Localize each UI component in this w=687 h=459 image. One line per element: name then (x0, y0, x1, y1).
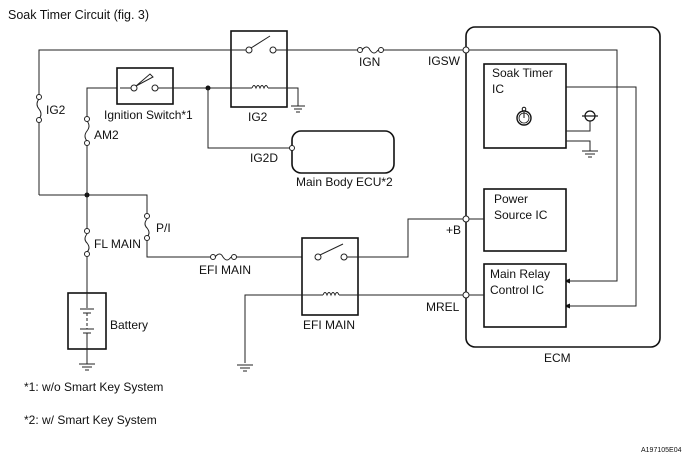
main-body-ecu-label: Main Body ECU*2 (296, 175, 393, 189)
fuse-p-i: P/I (144, 213, 212, 258)
fuse-ig2-label: IG2 (46, 103, 66, 117)
wire-ig2-top (38, 49, 229, 76)
battery-label: Battery (110, 318, 148, 332)
ignition-switch-label: Ignition Switch*1 (104, 108, 193, 122)
relay-efi-main-label: EFI MAIN (303, 318, 355, 332)
relay-ig2-label: IG2 (248, 110, 268, 124)
terminal-igsw (462, 46, 470, 54)
wire-ig-switch-out (173, 85, 292, 149)
battery-icon (80, 308, 94, 334)
backup-power-icon (582, 110, 598, 122)
fuse-ign: IGN (357, 46, 466, 69)
power-source-ic: Power Source IC (469, 188, 567, 252)
fuse-ig2: IG2 (36, 76, 66, 195)
stopwatch-icon (516, 106, 532, 126)
diagram-title: Soak Timer Circuit (fig. 3) (8, 8, 149, 22)
power-source-ic-label-2: Source IC (494, 208, 548, 222)
ignition-switch: Ignition Switch*1 (104, 67, 193, 122)
fuse-efi-main: EFI MAIN (199, 253, 315, 277)
fuse-fl-main: FL MAIN (84, 195, 141, 293)
battery: Battery (67, 292, 148, 371)
terminal-igsw-label: IGSW (428, 54, 461, 68)
ecm-label: ECM (544, 351, 571, 365)
soak-timer-ic: Soak Timer IC (483, 63, 598, 158)
soak-timer-ic-label-2: IC (492, 82, 504, 96)
fuse-fl-main-label: FL MAIN (94, 237, 141, 251)
footnote-2: *2: w/ Smart Key System (24, 413, 157, 427)
wire-main-junction (39, 192, 148, 215)
footnote-1: *1: w/o Smart Key System (24, 380, 163, 394)
soak-timer-ic-label-1: Soak Timer (492, 66, 553, 80)
fuse-p-i-label: P/I (156, 221, 171, 235)
main-body-ecu: IG2D Main Body ECU*2 (250, 130, 395, 189)
main-relay-control-ic: Main Relay Control IC (469, 263, 567, 328)
power-source-ic-label-1: Power (494, 192, 528, 206)
ground-icon (79, 363, 95, 371)
main-relay-ic-label-2: Control IC (490, 283, 544, 297)
relay-efi-main: EFI MAIN (237, 218, 466, 372)
fuse-efi-main-label: EFI MAIN (199, 263, 251, 277)
fuse-ign-label: IGN (359, 55, 380, 69)
terminal-ig2d-label: IG2D (250, 151, 278, 165)
terminal-mrel-label: MREL (426, 300, 460, 314)
figure-id: A197105E04 (641, 447, 682, 454)
terminal-plus-b (462, 215, 470, 223)
terminal-plus-b-label: +B (446, 223, 461, 237)
ground-icon (291, 105, 305, 113)
fuse-am2: AM2 (84, 87, 119, 195)
ground-icon (237, 364, 253, 372)
terminal-mrel (462, 291, 470, 299)
ground-icon (582, 150, 598, 158)
fuse-am2-label: AM2 (94, 128, 119, 142)
ecm: ECM IGSW +B MREL Soak Timer IC (426, 26, 661, 365)
relay-ig2: IG2 (229, 30, 360, 124)
main-relay-ic-label-1: Main Relay (490, 267, 550, 281)
